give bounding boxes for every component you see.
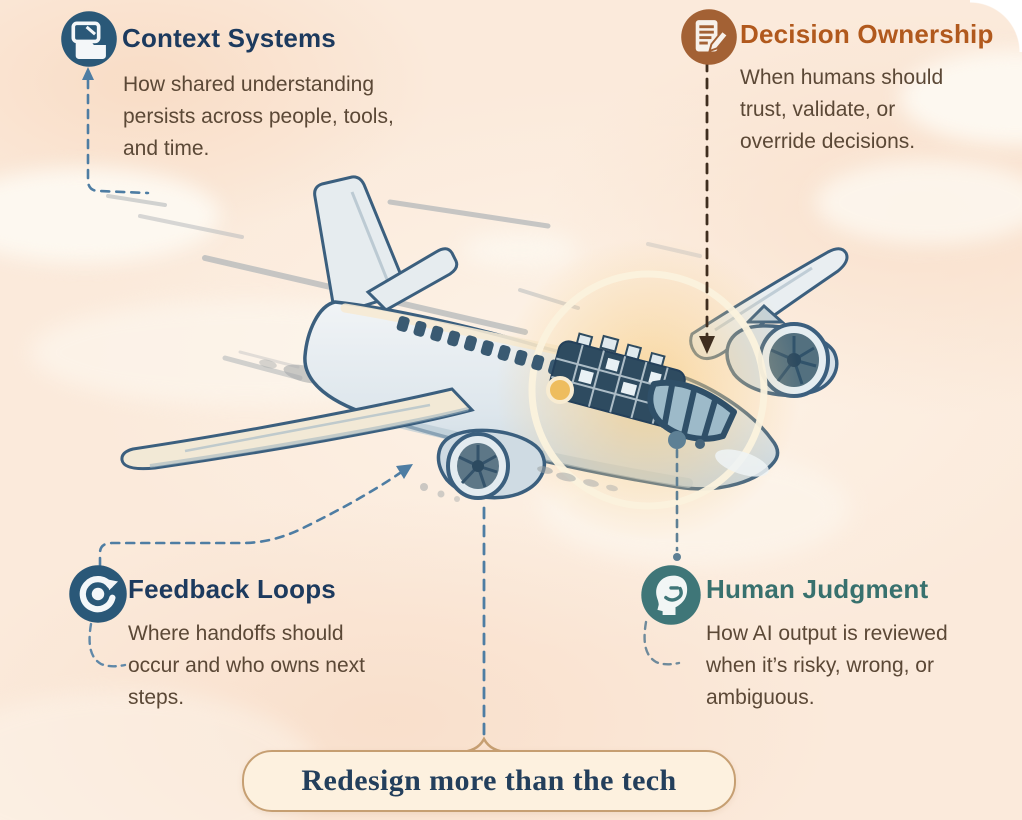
engine-exhaust-dots <box>420 466 618 502</box>
cloud <box>815 160 1022 245</box>
document-edit-icon <box>680 8 738 71</box>
callout-title: Decision Ownership <box>740 19 994 49</box>
cloud <box>0 168 220 263</box>
callout-description: Where handoffs should occur and who owns… <box>128 622 365 709</box>
folder-icon <box>60 10 118 73</box>
nose-sensor-dot <box>695 439 705 449</box>
connector-context <box>86 78 150 195</box>
cutaway-porthole <box>546 376 574 404</box>
connector-decision-arrow <box>699 336 715 354</box>
banner-label: Redesign more than the tech <box>301 764 677 797</box>
callout-description: How AI output is reviewed when it’s risk… <box>706 622 948 709</box>
connector-feedback-arrow <box>396 464 413 479</box>
callout-description: When humans should trust, validate, or o… <box>740 66 944 153</box>
connector-feedback <box>98 471 402 568</box>
callout-title: Context Systems <box>122 23 336 53</box>
callout-title: Feedback Loops <box>128 574 336 604</box>
nose-highlight <box>715 449 769 477</box>
connector-feedback-tail <box>88 622 127 668</box>
callout-description: How shared understanding persists across… <box>123 73 394 160</box>
connector-human-anchor-dot <box>668 431 686 449</box>
connector-human-end-dot <box>673 553 681 561</box>
head-profile-icon <box>640 564 702 631</box>
rounded-corner <box>970 0 1022 52</box>
banner: Redesign more than the tech <box>242 750 736 812</box>
cloud <box>462 232 577 268</box>
callout-title: Human Judgment <box>706 574 929 604</box>
loop-arrows-icon <box>68 564 128 629</box>
left-wing <box>120 387 475 471</box>
left-engine <box>436 428 547 500</box>
connector-human-tail <box>643 620 681 666</box>
cockpit-windshield <box>647 379 737 442</box>
horizontal-stabilizer-right <box>365 247 459 312</box>
connector-context-arrow <box>82 67 94 80</box>
